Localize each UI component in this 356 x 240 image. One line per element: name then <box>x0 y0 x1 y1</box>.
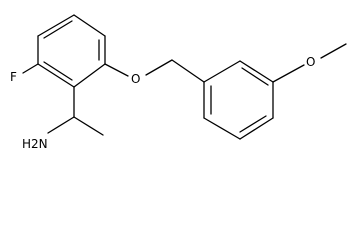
ring2-bond-1 <box>203 60 241 83</box>
ether-oxygen-label: O <box>131 72 140 86</box>
methoxy-oxygen-label: O <box>306 55 315 69</box>
ring-to-methoxy-oxygen-bond <box>272 64 305 83</box>
ring1-bond-1 <box>37 14 75 37</box>
amine-group-label: H2N <box>22 137 48 151</box>
ether-oxygen-to-ch2-bond <box>145 59 173 76</box>
ring1-double-bond-2 <box>43 61 73 81</box>
ring-to-ether-oxygen-bond <box>104 63 129 77</box>
ring1-bond-3 <box>37 63 75 88</box>
fluorine-atom-label: F <box>10 70 17 84</box>
ring2-double-bond-2 <box>239 115 267 133</box>
ring1-bond-4 <box>73 63 106 88</box>
ch2-to-ring2-bond <box>171 59 205 83</box>
methoxy-oxygen-to-methyl-bond <box>320 43 347 59</box>
right-benzene-ring <box>203 60 274 140</box>
ring2-bond-4 <box>239 117 274 140</box>
ring2-double-bond-1 <box>241 67 269 86</box>
chemical-structure-diagram: F H2N O O <box>10 14 347 151</box>
ring1-bond-6 <box>73 14 106 37</box>
ring2-bond-2 <box>239 60 274 83</box>
c-f-bond <box>22 63 39 74</box>
ch-to-methyl-bond <box>73 116 104 136</box>
ring2-bond-5 <box>203 117 241 140</box>
left-benzene-ring <box>37 14 106 88</box>
ch-to-nh2-bond <box>47 116 75 134</box>
ring1-double-bond-1 <box>43 20 73 39</box>
